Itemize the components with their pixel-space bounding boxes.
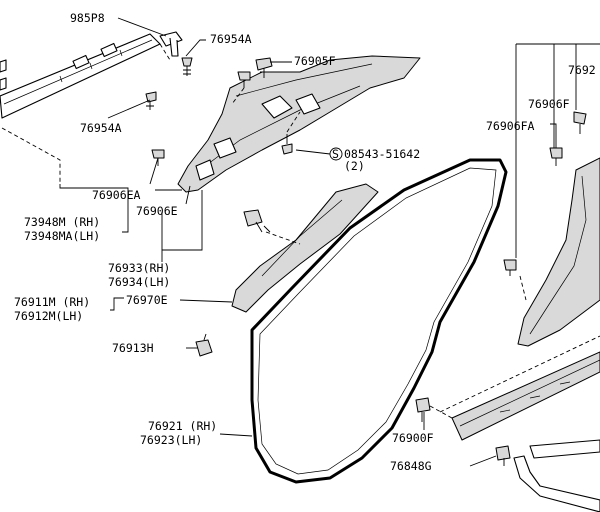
center-pillar-lower-finisher	[231, 183, 379, 313]
label-76933: 76933(RH)	[108, 261, 170, 275]
label-76906ea: 76906EA	[92, 188, 141, 202]
label-76912m: 76912M(LH)	[14, 309, 83, 323]
label-76923: 76923(LH)	[140, 433, 202, 447]
step-trim	[513, 439, 600, 512]
door-weatherstrip	[250, 158, 508, 484]
push-clip-icon	[503, 259, 517, 276]
part-985p8-bracket	[159, 31, 183, 57]
label-76905f: 76905F	[294, 54, 336, 68]
label-76911m: 76911M (RH)	[14, 295, 90, 309]
label-76921: 76921 (RH)	[148, 419, 217, 433]
push-clip-icon	[549, 147, 563, 166]
label-76906fa: 76906FA	[486, 119, 535, 133]
label-985p8: 985P8	[70, 11, 105, 25]
label-73948ma: 73948MA(LH)	[24, 229, 100, 243]
grommet-icon	[195, 333, 213, 357]
label-7692-cut: 7692	[568, 63, 596, 77]
svg-text:S: S	[332, 147, 339, 161]
label-08543-qty: (2)	[344, 159, 365, 173]
push-clip-icon	[573, 111, 587, 134]
rear-pillar-finisher	[517, 157, 600, 347]
push-clip-icon	[243, 209, 271, 233]
label-76900f: 76900F	[392, 431, 434, 445]
grommet-icon	[415, 397, 431, 422]
roof-rail-garnish	[0, 33, 161, 119]
front-pillar-finisher	[177, 55, 421, 193]
label-76954a-left: 76954A	[80, 121, 122, 135]
push-clip-icon	[237, 71, 251, 88]
label-73948m: 73948M (RH)	[24, 215, 100, 229]
bolt-icon	[281, 134, 293, 155]
label-76906f: 76906F	[528, 97, 570, 111]
grommet-icon	[495, 445, 511, 466]
kicking-plate	[451, 351, 600, 441]
label-76848g: 76848G	[390, 459, 432, 473]
label-76906e: 76906E	[136, 204, 178, 218]
push-clip-icon	[145, 91, 157, 110]
label-76970e: 76970E	[126, 293, 168, 307]
push-clip-icon	[181, 57, 193, 76]
label-76954a-top: 76954A	[210, 32, 252, 46]
label-76934: 76934(LH)	[108, 275, 170, 289]
label-76913h: 76913H	[112, 341, 154, 355]
label-08543-51642: 08543-51642	[344, 147, 420, 161]
push-clip-icon	[255, 57, 273, 78]
